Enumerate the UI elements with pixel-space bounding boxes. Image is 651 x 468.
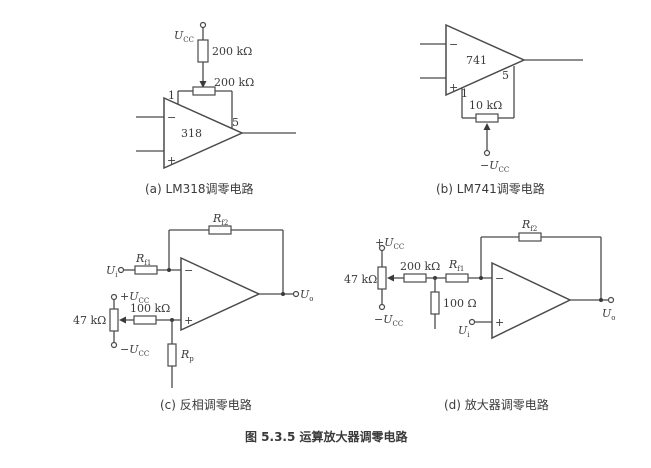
circuit-d-rf2-label: Rf2 (521, 218, 537, 233)
circuit-d-rf1-resistor (445, 273, 469, 283)
circuit-a-opamp-label: 318 (181, 127, 202, 140)
circuit-d-opamp (491, 261, 572, 340)
circuit-a-caption: (a) LM318调零电路 (145, 181, 253, 196)
circuit-b-caption: (b) LM741调零电路 (436, 181, 545, 196)
circuit-a-minus-label: − (167, 111, 176, 124)
circuit-c-pot-47k (109, 308, 119, 332)
circuit-d-r100-label: 100 Ω (443, 297, 477, 310)
circuit-c-minus-label: − (184, 264, 193, 277)
circuit-c-r100-label: 100 kΩ (130, 302, 170, 315)
circuit-d-rf1-label: Rf1 (448, 258, 464, 273)
circuit-a-plus-label: + (167, 154, 176, 167)
figure-title: 图 5.3.5 运算放大器调零电路 (245, 429, 409, 444)
circuit-d-resistor-100ohm (430, 291, 440, 315)
circuit-d-minus-label: − (495, 272, 504, 285)
circuit-d-r200-label: 200 kΩ (400, 260, 440, 273)
circuit-c-caption: (c) 反相调零电路 (160, 397, 252, 412)
circuit-a-ucc-label: UCC (174, 29, 194, 44)
circuit-d-vee-terminal (378, 303, 386, 311)
circuit-d-resistor-200k (403, 273, 427, 283)
circuit-a-pin5-label: 5 (232, 116, 239, 129)
circuit-b-opamp (445, 23, 526, 97)
circuit-b-pin1-label: 1 (461, 87, 468, 100)
circuit-b-minus-label: − (449, 38, 458, 51)
circuit-c-ui-label: Ui (106, 264, 118, 279)
circuit-b-opamp-label: 741 (466, 54, 487, 67)
circuit-a-resistor-200k-vertical (197, 39, 209, 63)
circuit-c-plus-label: + (184, 314, 193, 327)
circuit-d-pot-label: 47 kΩ (344, 273, 377, 286)
circuit-c-uo-terminal (292, 290, 300, 298)
circuit-c-rp-label: Rp (180, 348, 194, 363)
circuit-c-rf2-label: Rf2 (212, 212, 228, 227)
circuit-c-pot-label: 47 kΩ (73, 314, 106, 327)
circuit-d-wiper-arrow (387, 274, 394, 282)
circuit-d: +UCC −UCC 47 kΩ 200 kΩ Rf1 Rf2 100 Ω Ui … (344, 218, 616, 412)
circuit-b-vee-label: −UCC (480, 159, 509, 174)
circuit-d-rf2-resistor (518, 232, 542, 242)
circuit-d-pot-47k (377, 266, 387, 290)
circuit-d-uo-terminal (607, 296, 615, 304)
circuit-d-vcc-label: +UCC (375, 236, 404, 251)
circuit-c-rf1-label: Rf1 (135, 252, 151, 267)
circuit-a-pin1-label: 1 (168, 89, 175, 102)
circuit-c-uo-label: Uo (300, 288, 314, 303)
circuit-d-vee-label: −UCC (374, 313, 403, 328)
circuit-c-vee-label: −UCC (120, 343, 149, 358)
circuit-d-plus-label: + (495, 316, 504, 329)
circuit-c-rf2-resistor (208, 225, 232, 235)
circuit-b-wiper-arrow (483, 123, 491, 130)
circuit-a-resistor-200k-horizontal (192, 86, 216, 96)
circuit-b-vee-terminal (483, 149, 491, 157)
circuit-a-r2-label: 200 kΩ (214, 76, 254, 89)
circuit-c-opamp (180, 256, 261, 332)
circuit-a-ucc-terminal (199, 21, 207, 29)
circuit-c-vcc-label: +UCC (120, 290, 149, 305)
circuit-a-r1-label: 200 kΩ (212, 45, 252, 58)
circuit-d-uo-label: Uo (602, 307, 616, 322)
circuit-c-rp-resistor (167, 343, 177, 367)
circuit-c-rf1-resistor (134, 265, 158, 275)
circuit-d-ui-terminal (468, 318, 476, 326)
circuit-b-pot-10k (475, 113, 499, 123)
circuit-a-wiper-arrow (199, 81, 207, 88)
circuit-b-plus-label: + (449, 81, 458, 94)
circuit-d-ui-label: Ui (458, 324, 470, 339)
circuit-c-resistor-100k (133, 315, 157, 325)
circuit-b-pin5-label: 5 (502, 69, 509, 82)
circuit-a-opamp (163, 96, 244, 170)
circuit-a: UCC 200 kΩ 200 kΩ 318 1 5 − + (a) LM318调… (136, 21, 296, 196)
circuit-c-wiper-arrow (119, 316, 126, 324)
circuit-b: 741 1 5 − + 10 kΩ −UCC (b) LM741调零电路 (420, 23, 583, 196)
circuit-c-ui-terminal (117, 266, 125, 274)
circuit-c-vcc-terminal (110, 293, 118, 301)
circuit-c: Rf2 Rf1 Ui Uo +UCC −UCC 47 kΩ 100 kΩ Rp … (73, 212, 314, 412)
circuit-c-vee-terminal (110, 341, 118, 349)
circuit-d-vcc-terminal (378, 244, 386, 252)
circuit-b-pot-label: 10 kΩ (469, 99, 502, 112)
circuit-d-caption: (d) 放大器调零电路 (444, 397, 549, 412)
